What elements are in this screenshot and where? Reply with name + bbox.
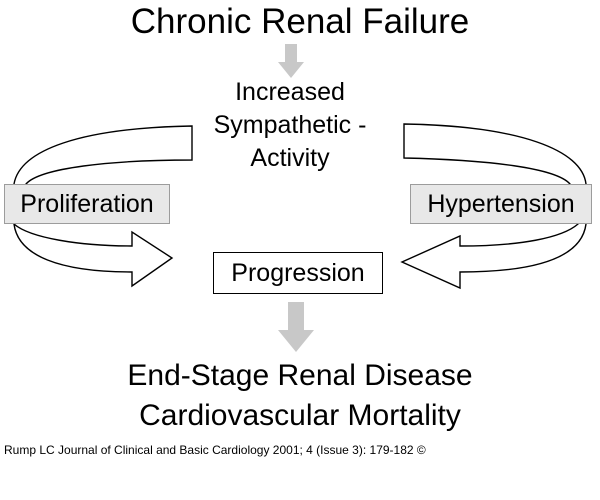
progression-box: Progression bbox=[213, 252, 383, 294]
diagram-title: Chronic Renal Failure bbox=[130, 2, 470, 41]
down-arrow-top bbox=[278, 44, 304, 78]
down-arrow-bottom bbox=[278, 302, 314, 352]
center-node-line-2: Sympathetic - bbox=[213, 111, 367, 139]
center-node: Increased Sympathetic - Activity bbox=[150, 76, 430, 175]
left-curved-arrow bbox=[13, 125, 193, 288]
citation-text: Rump LC Journal of Clinical and Basic Ca… bbox=[4, 443, 426, 457]
hypertension-box: Hypertension bbox=[410, 184, 592, 224]
proliferation-box: Proliferation bbox=[4, 184, 170, 224]
outcome-line-2: Cardiovascular Mortality bbox=[139, 399, 461, 432]
center-node-line-3: Activity bbox=[250, 144, 330, 172]
outcomes-node: End-Stage Renal Disease Cardiovascular M… bbox=[60, 356, 540, 436]
right-curved-arrow bbox=[400, 123, 587, 290]
center-node-line-1: Increased bbox=[235, 78, 345, 106]
outcome-line-1: End-Stage Renal Disease bbox=[127, 359, 473, 392]
